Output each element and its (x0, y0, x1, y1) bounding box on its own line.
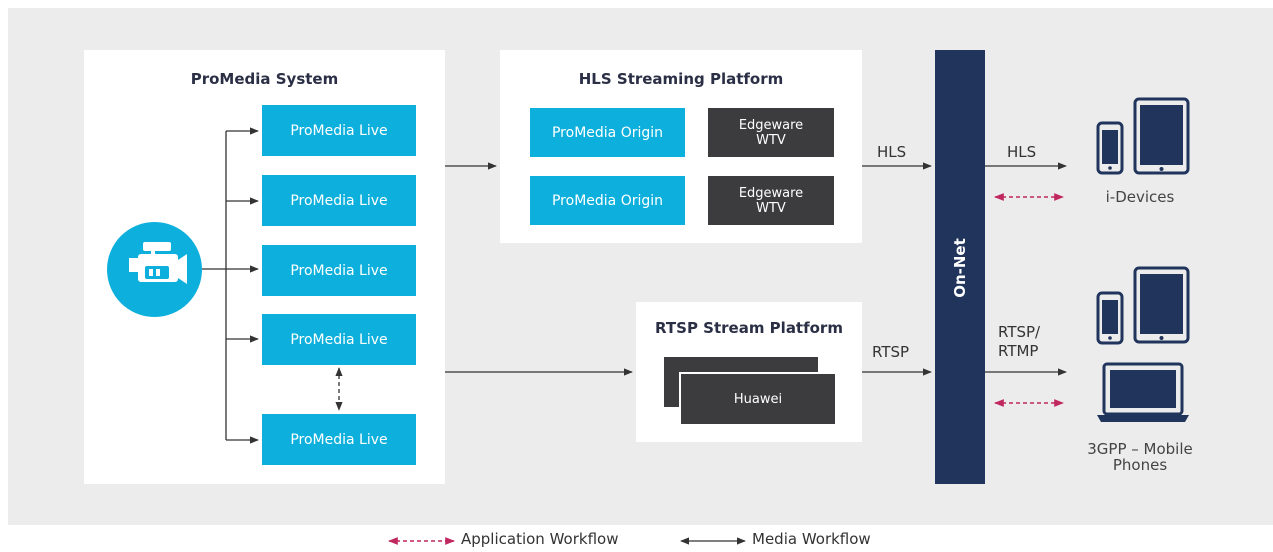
promedia-origin-box-1: ProMedia Origin (530, 108, 685, 157)
rtsp-rtmp-out-label: RTSP/ RTMP (998, 323, 1041, 360)
promedia-live-box-3: ProMedia Live (262, 245, 416, 296)
promedia-live-box-5: ProMedia Live (262, 414, 416, 465)
hls-in-label: HLS (877, 143, 907, 161)
i-devices-label: i-Devices (1105, 188, 1175, 206)
mobile-phones-label: 3GPP – Mobile Phones (1087, 440, 1193, 474)
edgeware-wtv-box-1: Edgeware WTV (708, 108, 834, 157)
laptop-icon (1095, 362, 1191, 428)
video-camera-icon (107, 222, 202, 317)
smartphone-icon (1096, 291, 1124, 349)
tablet-icon (1133, 97, 1190, 179)
promedia-system-title: ProMedia System (190, 70, 339, 88)
legend-application-label: Application Workflow (461, 530, 619, 548)
legend-media-label: Media Workflow (752, 530, 871, 548)
promedia-live-box-2: ProMedia Live (262, 175, 416, 226)
rtsp-platform-title: RTSP Stream Platform (655, 319, 843, 337)
edgeware-wtv-box-2: Edgeware WTV (708, 176, 834, 225)
promedia-live-box-4: ProMedia Live (262, 314, 416, 365)
huawei-box: Huawei (679, 372, 835, 424)
tablet-icon (1133, 266, 1190, 348)
on-net-bar (935, 50, 985, 484)
promedia-origin-box-2: ProMedia Origin (530, 176, 685, 225)
rtsp-in-label: RTSP (872, 343, 910, 361)
hls-platform-title: HLS Streaming Platform (578, 70, 784, 88)
promedia-live-box-1: ProMedia Live (262, 105, 416, 156)
hls-out-label: HLS (1007, 143, 1037, 161)
smartphone-icon (1096, 121, 1124, 179)
